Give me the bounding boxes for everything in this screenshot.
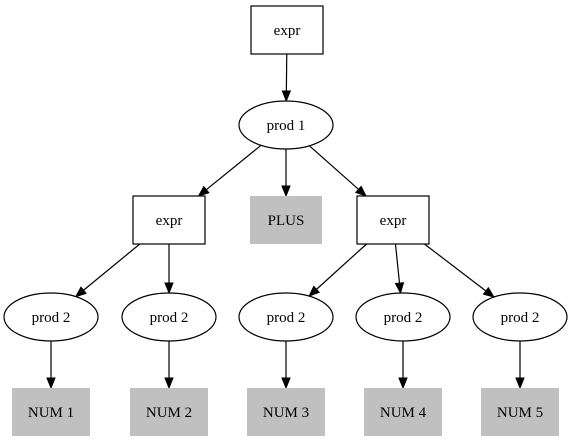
- node-label: prod 2: [32, 310, 71, 326]
- node-ellipse: [355, 292, 451, 342]
- node-label: prod 1: [267, 118, 306, 134]
- edge-n4-to-n8: [394, 243, 405, 295]
- edge-line: [309, 145, 359, 190]
- edge-line: [316, 243, 367, 290]
- edge-n4-to-n9: [424, 243, 495, 298]
- arrowhead: [394, 282, 405, 295]
- node-label: prod 2: [150, 310, 189, 326]
- node-filled-box: [247, 388, 325, 436]
- edge-n7-to-n12: [281, 341, 291, 390]
- arrowhead: [281, 90, 292, 103]
- arrowhead: [281, 185, 291, 198]
- node-num-3-n12: NUM 3: [247, 388, 325, 436]
- node-filled-box: [130, 388, 208, 436]
- node-prod-2-n6: prod 2: [121, 292, 217, 342]
- node-label: expr: [274, 23, 301, 39]
- edge-n8-to-n13: [398, 341, 408, 390]
- arrowhead: [515, 377, 525, 390]
- arrowhead: [482, 286, 495, 298]
- edge-n1-to-n4: [309, 145, 367, 197]
- arrowhead: [46, 377, 56, 390]
- node-prod-2-n5: prod 2: [3, 292, 99, 342]
- edge-line: [83, 243, 141, 291]
- edge-line: [394, 243, 401, 284]
- node-label: prod 2: [501, 310, 540, 326]
- node-ellipse: [472, 292, 568, 342]
- arrowhead: [398, 377, 408, 390]
- node-label: NUM 2: [146, 405, 192, 421]
- node-prod-2-n7: prod 2: [238, 292, 334, 342]
- node-box: [250, 5, 324, 55]
- node-filled-box: [481, 388, 559, 436]
- node-ellipse: [238, 292, 334, 342]
- node-label: prod 2: [384, 310, 423, 326]
- edge-n6-to-n11: [164, 341, 174, 390]
- node-filled-box: [364, 388, 442, 436]
- node-expr-n4: expr: [356, 195, 430, 245]
- arrowhead: [281, 377, 291, 390]
- node-prod-2-n9: prod 2: [472, 292, 568, 342]
- edge-line: [424, 243, 487, 292]
- arrowhead: [74, 286, 87, 298]
- edge-n2-to-n6: [164, 244, 174, 295]
- node-filled-box: [250, 196, 322, 244]
- edge-n5-to-n10: [46, 341, 56, 390]
- node-expr-n2: expr: [132, 195, 206, 245]
- edge-n0-to-n1: [281, 53, 292, 103]
- node-num-5-n14: NUM 5: [481, 388, 559, 436]
- node-num-4-n13: NUM 4: [364, 388, 442, 436]
- edge-n4-to-n7: [308, 243, 367, 297]
- edge-n1-to-n2: [197, 144, 262, 197]
- node-ellipse: [3, 292, 99, 342]
- node-plus-n3: PLUS: [250, 196, 322, 244]
- node-ellipse: [238, 100, 334, 150]
- node-prod-1-n1: prod 1: [238, 100, 334, 150]
- node-label: NUM 4: [380, 405, 427, 421]
- node-expr-n0: expr: [250, 5, 324, 55]
- edges-layer: [46, 53, 525, 390]
- node-label: NUM 5: [497, 405, 543, 421]
- arrowhead: [164, 282, 174, 295]
- edge-n9-to-n14: [515, 341, 525, 390]
- node-label: NUM 3: [263, 405, 309, 421]
- node-ellipse: [121, 292, 217, 342]
- node-num-2-n11: NUM 2: [130, 388, 208, 436]
- edge-line: [205, 144, 262, 191]
- node-label: NUM 1: [28, 405, 74, 421]
- edge-n1-to-n3: [281, 149, 291, 198]
- arrowhead: [197, 185, 210, 197]
- node-box: [356, 195, 430, 245]
- edge-n2-to-n5: [74, 243, 141, 298]
- node-label: expr: [156, 213, 183, 229]
- node-label: prod 2: [267, 310, 306, 326]
- node-prod-2-n8: prod 2: [355, 292, 451, 342]
- node-label: PLUS: [268, 213, 305, 229]
- node-label: expr: [380, 213, 407, 229]
- arrowhead: [164, 377, 174, 390]
- node-num-1-n10: NUM 1: [12, 388, 90, 436]
- node-filled-box: [12, 388, 90, 436]
- arrowhead: [354, 185, 367, 197]
- arrowhead: [308, 285, 321, 297]
- node-box: [132, 195, 206, 245]
